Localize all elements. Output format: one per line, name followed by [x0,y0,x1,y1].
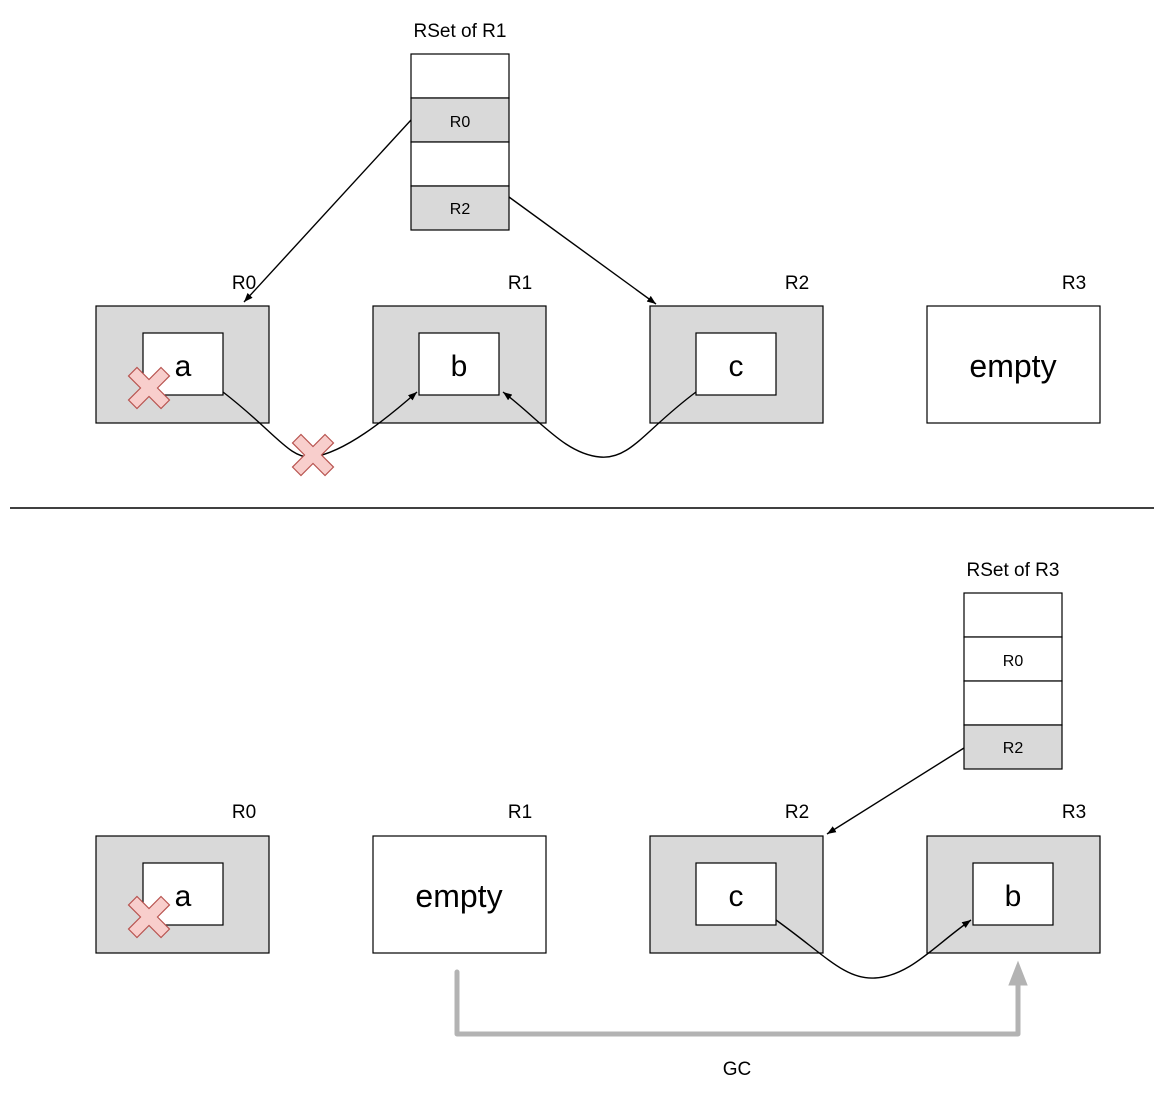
bottom-region-r3-label: R3 [1062,802,1086,823]
top-region-r3-empty-label: empty [969,348,1056,384]
bottom-region-r1 [372,835,547,954]
top-rset-to-r0-arrow [243,119,412,303]
rset-r3-cell-2 [963,636,1063,682]
rset-r3-cell-3 [963,680,1063,726]
top-region-r3-label: R3 [1062,273,1086,294]
bottom-object-c-label: c [729,880,744,913]
top-object-c-label: c [729,350,744,383]
top-reference-cross-icon [291,433,335,477]
rset-r1-cell-r2-label: R2 [450,201,471,218]
bottom-object-b-label: b [1005,880,1022,913]
gc-label: GC [723,1059,752,1080]
rset-r1-cell-3 [410,141,510,187]
gc-arrow-head-icon [1008,960,1028,986]
rset-r3-cell-4 [963,724,1063,770]
bottom-region-r0-label: R0 [232,802,256,823]
rset-r1-table: R0 R2 [410,53,510,231]
top-object-b [418,332,500,396]
top-object-c [695,332,777,396]
top-region-r1-label: R1 [508,273,532,294]
top-object-a-label: a [175,350,192,383]
top-c-to-b-arrow [502,391,697,458]
rset-r3-table: R0 R2 [963,592,1063,770]
bottom-c-to-b-arrow [775,919,972,979]
bottom-region-r2-label: R2 [785,802,809,823]
bottom-region-r1-empty-label: empty [415,878,502,914]
bottom-object-b [972,862,1054,926]
bottom-object-c [695,862,777,926]
rset-r1-cell-1 [410,53,510,99]
bottom-object-a-label: a [175,880,192,913]
top-rset-to-r2-arrow [508,196,657,305]
rset-r1-cell-4 [410,185,510,231]
top-region-r2-label: R2 [785,273,809,294]
bottom-rset-to-r2-arrow [826,747,965,835]
rset-r3-title: RSet of R3 [967,560,1060,581]
bottom-region-r1-label: R1 [508,802,532,823]
rset-r1-cell-r0-label: R0 [450,114,471,131]
gc-evacuation-arrow [454,969,1021,1037]
bottom-object-a-cross-icon [127,895,171,939]
top-region-r0-label: R0 [232,273,256,294]
rset-r3-cell-1 [963,592,1063,638]
rset-r3-cell-r2-label: R2 [1003,740,1024,757]
top-object-b-label: b [451,350,468,383]
rset-r1-cell-2 [410,97,510,143]
rset-r3-cell-r0-label: R0 [1003,653,1024,670]
top-object-a-cross-icon [127,366,171,410]
top-region-r3 [926,305,1101,424]
rset-r1-title: RSet of R1 [414,21,507,42]
